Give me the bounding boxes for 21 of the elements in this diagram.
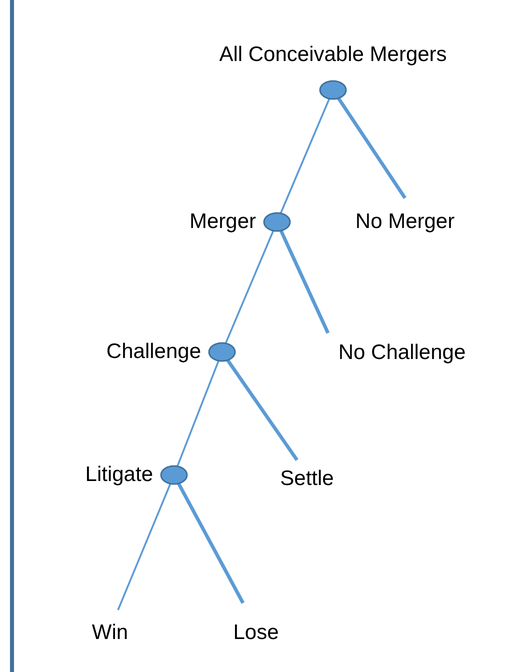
branch-line [224, 230, 274, 344]
node-label: Litigate [85, 464, 153, 485]
branch-line [226, 359, 298, 461]
outcome-label: No Challenge [338, 342, 466, 363]
outcome-label: Settle [280, 468, 334, 489]
decision-node [263, 212, 291, 232]
outcome-label: No Merger [355, 211, 455, 232]
node-label: Merger [189, 211, 256, 232]
decision-node [208, 342, 236, 362]
node-label: Challenge [106, 341, 201, 362]
outcome-label: Lose [233, 622, 279, 643]
node-label: All Conceivable Mergers [219, 44, 447, 65]
outcome-label: Win [92, 622, 128, 643]
branch-line [280, 98, 330, 214]
decision-node [319, 80, 347, 100]
branch-line [176, 360, 220, 467]
branch-line [279, 230, 330, 334]
decision-node [160, 465, 188, 485]
branch-line [177, 482, 245, 604]
branch-line [337, 97, 406, 199]
branch-line [117, 483, 172, 610]
